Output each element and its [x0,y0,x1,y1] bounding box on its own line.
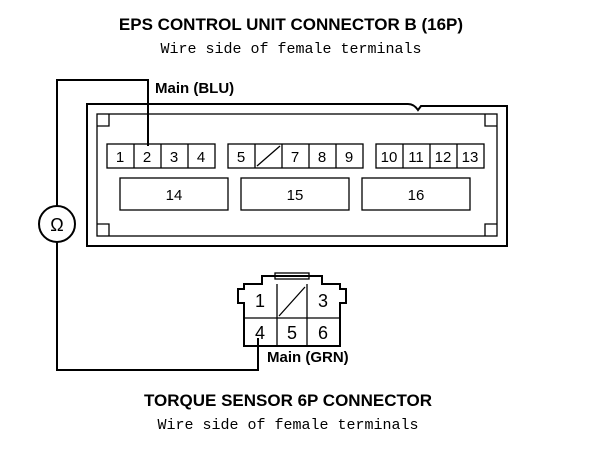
torque-connector-title: TORQUE SENSOR 6P CONNECTOR [144,391,432,410]
eps-pin: 1 [116,149,124,166]
eps-pin: 4 [197,149,205,166]
eps-pin: 3 [170,149,178,166]
torque-pin: 3 [318,291,328,311]
eps-pin-row-2: 14 15 16 [119,177,471,211]
torque-connector-body: 1 3 4 5 6 [237,272,347,347]
torque-wire-label: Main (GRN) [267,349,349,366]
ohm-symbol: Ω [50,215,63,235]
eps-pin-row-1: 1 2 3 4 5 7 8 9 10 11 12 13 [106,143,485,169]
eps-connector-title: EPS CONTROL UNIT CONNECTOR B (16P) [119,15,463,34]
eps-pin: 7 [291,149,299,166]
eps-pin: 12 [435,149,452,166]
unused-pin-2-slash [278,286,306,317]
torque-pin: 4 [255,323,265,343]
eps-pin: 5 [237,149,245,166]
eps-pin: 13 [462,149,479,166]
eps-pin: 15 [287,187,304,204]
ohmmeter-icon: Ω [38,205,76,243]
eps-pin: 11 [408,149,424,166]
eps-pin: 10 [381,149,398,166]
eps-connector-subtitle: Wire side of female terminals [160,41,421,58]
unused-pin-6-slash [256,145,281,167]
eps-connector-body [86,103,508,247]
eps-pin: 16 [408,187,425,204]
eps-pin: 14 [166,187,183,204]
test-lead-wire [56,79,259,371]
torque-pin: 1 [255,291,265,311]
torque-pin: 5 [287,323,297,343]
eps-pin: 2 [143,149,151,166]
eps-wire-label: Main (BLU) [155,80,234,97]
torque-pin: 6 [318,323,328,343]
eps-pin: 8 [318,149,326,166]
eps-pin: 9 [345,149,353,166]
torque-connector-subtitle: Wire side of female terminals [157,417,418,434]
